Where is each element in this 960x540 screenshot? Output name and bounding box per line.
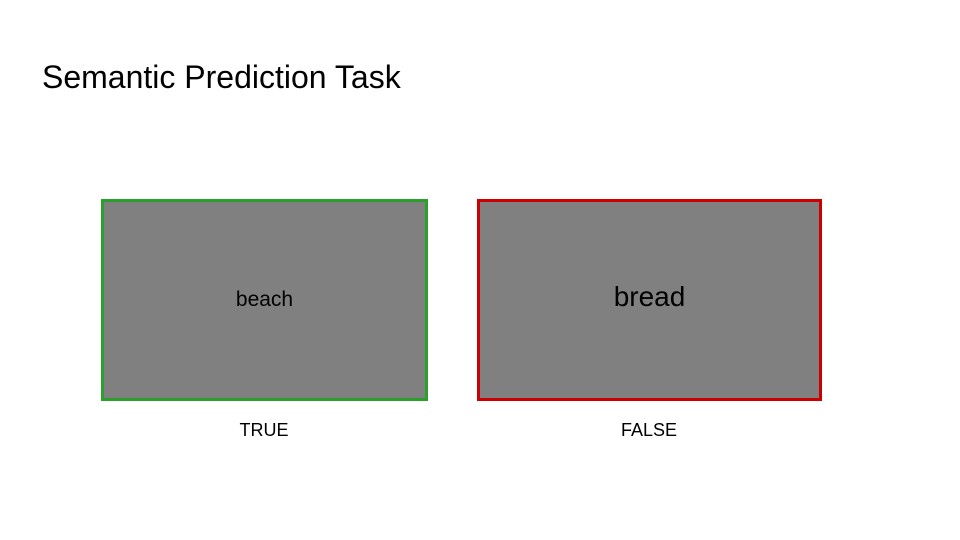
false-label: FALSE <box>620 420 678 440</box>
stimulus-card-false: bread <box>477 199 822 401</box>
stimulus-card-true: beach <box>101 199 428 401</box>
true-label: TRUE <box>239 420 289 440</box>
slide-title: Semantic Prediction Task <box>42 59 401 95</box>
stimulus-word: bread <box>613 281 686 312</box>
stimulus-word: beach <box>235 288 294 311</box>
